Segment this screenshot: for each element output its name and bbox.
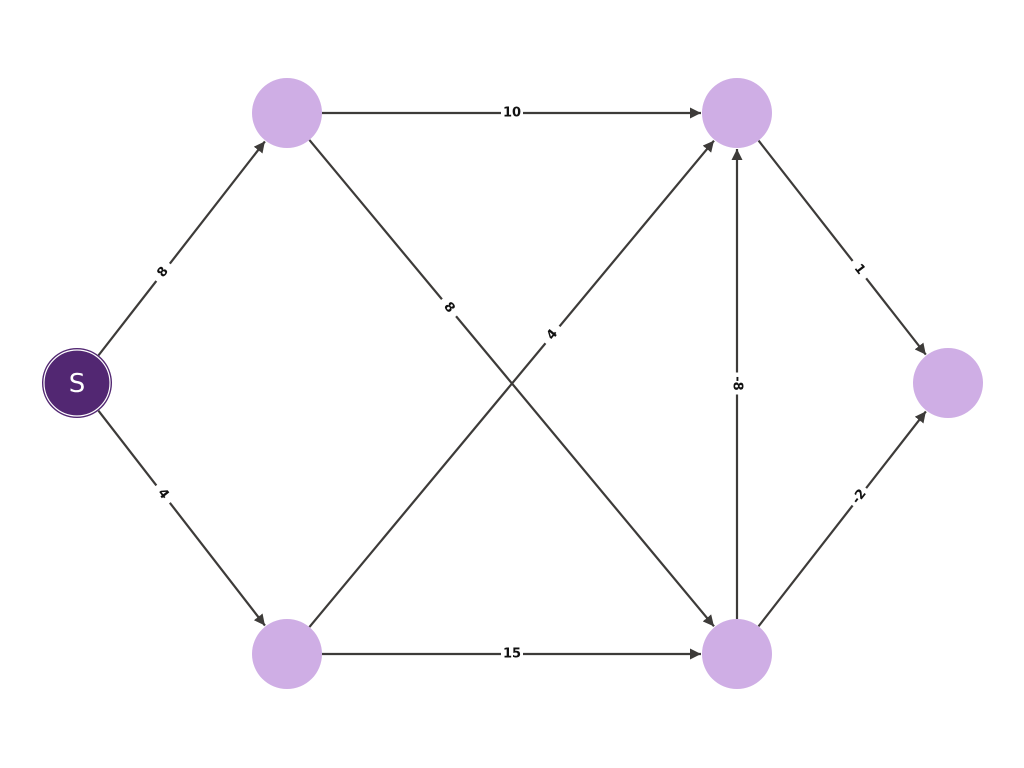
edge-label-background [846, 483, 873, 511]
edge-weight-label: 15 [503, 647, 521, 662]
edge-s-b [97, 409, 266, 627]
edge-weight-label: 10 [503, 106, 521, 121]
node-circle [252, 619, 322, 689]
edge-label-background [539, 321, 566, 349]
node-d[interactable] [702, 619, 772, 689]
edge-d-t [757, 410, 927, 628]
edge-b-c [308, 139, 715, 628]
edge-label-background [150, 480, 177, 508]
node-c[interactable] [702, 78, 772, 148]
node-circle [43, 349, 111, 417]
edge-label-background [729, 372, 745, 395]
edge-label-background [150, 258, 177, 286]
edge-s-a [97, 140, 266, 357]
nodes-layer: S [42, 78, 983, 689]
edge-c-t [757, 139, 927, 356]
edge-label-background [501, 105, 523, 121]
node-circle [702, 78, 772, 148]
node-t[interactable] [913, 348, 983, 418]
node-b[interactable] [252, 619, 322, 689]
edge-label-background [846, 256, 873, 284]
node-circle [702, 619, 772, 689]
node-label: S [69, 369, 86, 399]
edge-label-background [435, 294, 463, 322]
edge-weight-label: -8 [730, 376, 745, 390]
node-s[interactable]: S [42, 348, 112, 418]
node-a[interactable] [252, 78, 322, 148]
node-circle [913, 348, 983, 418]
edge-label-background [501, 646, 523, 662]
node-circle [252, 78, 322, 148]
